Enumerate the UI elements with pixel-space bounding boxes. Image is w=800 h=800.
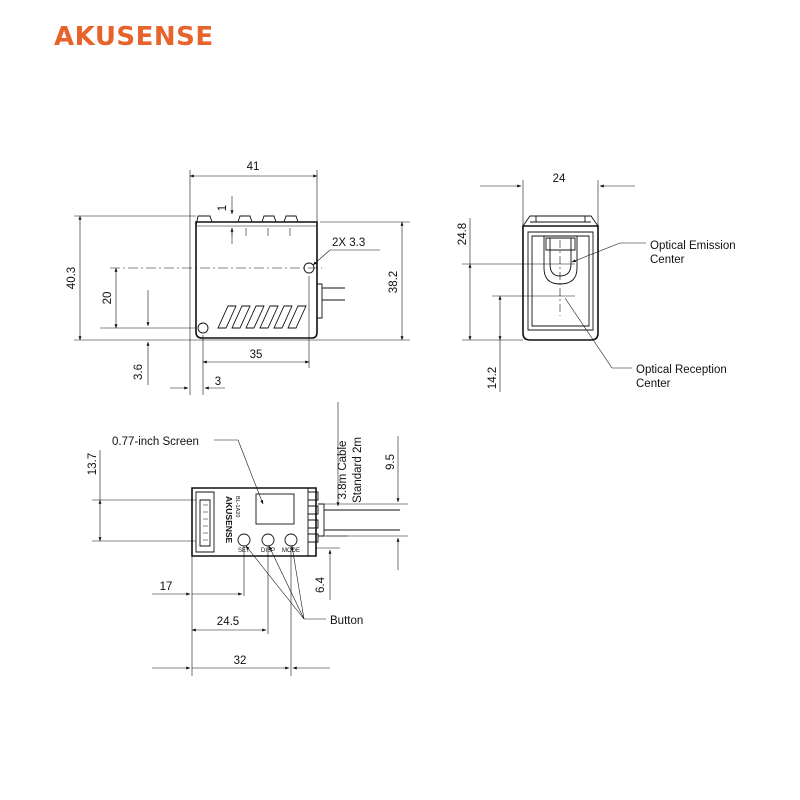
rear-screen	[255, 493, 295, 525]
rear-view: AKUSENSE BL-1A20 SET DISP MODE 0.77-inch…	[87, 402, 408, 676]
dim-17: 17	[160, 581, 173, 593]
dim-side-offset: 3	[215, 376, 221, 388]
front-view: 41 1 40.3 38.2 20 3.6 35 3 2X 3.3	[66, 161, 410, 395]
dim-bottom-offset: 3.6	[133, 364, 145, 380]
emission-label-line2: Center	[650, 254, 685, 266]
grip-slots	[217, 305, 307, 329]
dim-24-5: 24.5	[217, 616, 239, 628]
dim-hole-span: 35	[250, 349, 263, 361]
rear-body-outline	[191, 487, 317, 557]
dim-front-width: 41	[247, 161, 260, 173]
dim-emission-height: 24.8	[457, 223, 469, 245]
set-button[interactable]	[237, 533, 251, 547]
button-label: Button	[330, 615, 363, 627]
dim-reception-height: 14.2	[487, 367, 499, 389]
cable-label-line1: 3.8m Cable	[337, 441, 349, 500]
dim-body-height: 38.2	[388, 271, 400, 293]
cable-label-line2: Standard 2m	[352, 437, 364, 503]
dim-top-offset: 1	[217, 205, 229, 211]
body-model-text: BL-1A20	[234, 496, 240, 517]
dim-cable-offset: 6.4	[315, 576, 327, 593]
disp-button[interactable]	[261, 533, 275, 547]
body-brand-text: AKUSENSE	[224, 496, 234, 544]
dim-cable-height: 9.5	[385, 454, 397, 470]
front-top-ridge	[195, 215, 299, 227]
front-cable	[317, 283, 345, 319]
side-top-cap	[522, 215, 599, 227]
screen-label: 0.77-inch Screen	[112, 436, 199, 448]
brand-logo: AKUSENSE	[54, 22, 214, 52]
reception-label-line1: Optical Reception	[636, 364, 727, 376]
dim-hole-height: 20	[102, 292, 114, 305]
dim-32: 32	[234, 655, 247, 667]
rear-cable	[318, 503, 400, 537]
mounting-hole-lower	[197, 322, 209, 334]
mode-button[interactable]	[284, 533, 298, 547]
rear-edge-ribs	[307, 488, 319, 556]
emitter-housing	[543, 236, 578, 285]
dim-holes-label: 2X 3.3	[332, 237, 365, 249]
reception-label-line2: Center	[636, 378, 671, 390]
rear-lens-side	[195, 491, 215, 553]
side-body-outline	[522, 225, 599, 341]
dim-screen-height: 13.7	[87, 453, 99, 475]
front-body-outline	[195, 221, 318, 339]
emission-label-line1: Optical Emission	[650, 240, 736, 252]
dim-side-width: 24	[553, 173, 566, 185]
side-lens-frame	[527, 231, 594, 331]
side-view: 24 24.8 14.2 Optical Emission Center Opt…	[457, 173, 736, 392]
dim-front-height: 40.3	[66, 267, 78, 289]
